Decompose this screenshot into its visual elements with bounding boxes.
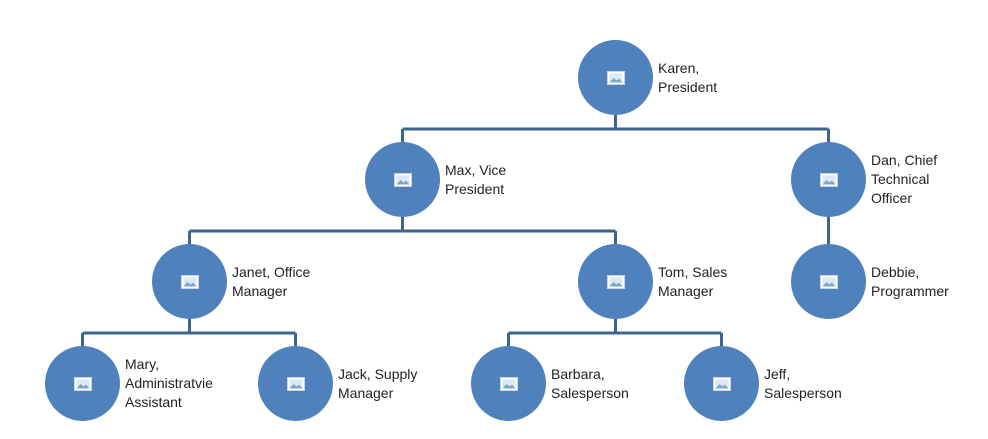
- picture-placeholder-icon: [393, 172, 412, 187]
- avatar: [471, 346, 546, 421]
- avatar: [578, 244, 653, 319]
- picture-placeholder-icon: [286, 376, 305, 391]
- node-label-line: Jack, Supply: [338, 365, 418, 382]
- picture-placeholder-icon: [606, 70, 625, 85]
- node-label-line: Janet, Office: [232, 263, 311, 280]
- node-label: Janet, Office Manager: [232, 244, 362, 319]
- node-label-line: Programmer: [871, 282, 949, 299]
- node-label-line: Administratvie: [125, 375, 213, 391]
- node-janet: Janet, Office Manager: [152, 244, 310, 319]
- node-label: Tom, Sales Manager: [658, 244, 788, 319]
- node-label-line: Dan, Chief: [871, 152, 938, 168]
- node-label: Jeff, Salesperson: [764, 346, 894, 421]
- node-barbara: Barbara, Salesperson: [471, 346, 629, 421]
- node-label-line: President: [658, 78, 718, 95]
- node-label-line: Technical: [871, 171, 930, 187]
- node-label-line: Mary,: [125, 356, 159, 372]
- node-dan: Dan, Chief Technical Officer: [791, 142, 937, 217]
- node-label-line: Karen,: [658, 59, 700, 76]
- node-label-line: Salesperson: [551, 384, 629, 401]
- node-label: Karen, President: [658, 40, 788, 115]
- picture-placeholder-icon: [606, 274, 625, 289]
- node-label-line: Manager: [232, 282, 288, 299]
- node-label: Debbie, Programmer: [871, 244, 988, 319]
- avatar: [152, 244, 227, 319]
- picture-placeholder-icon: [73, 376, 92, 391]
- node-label-line: Max, Vice: [445, 161, 507, 178]
- node-label-line: Officer: [871, 190, 912, 206]
- node-label: Jack, Supply Manager: [338, 346, 468, 421]
- avatar: [365, 142, 440, 217]
- node-label-line: Barbara,: [551, 365, 605, 382]
- node-jeff: Jeff, Salesperson: [684, 346, 842, 421]
- avatar: [684, 346, 759, 421]
- node-label: Mary, Administratvie Assistant: [125, 346, 255, 421]
- node-label-line: Tom, Sales: [658, 263, 728, 280]
- picture-placeholder-icon: [819, 172, 838, 187]
- node-max: Max, Vice President: [365, 142, 506, 217]
- node-jack: Jack, Supply Manager: [258, 346, 417, 421]
- node-label: Max, Vice President: [445, 142, 575, 217]
- node-label-line: Manager: [658, 282, 714, 299]
- avatar: [578, 40, 653, 115]
- node-label-line: Manager: [338, 384, 394, 401]
- node-label: Barbara, Salesperson: [551, 346, 681, 421]
- node-label-line: Assistant: [125, 394, 182, 410]
- node-label-line: Salesperson: [764, 384, 842, 401]
- picture-placeholder-icon: [499, 376, 518, 391]
- avatar: [258, 346, 333, 421]
- avatar: [791, 244, 866, 319]
- node-label: Dan, Chief Technical Officer: [871, 142, 988, 217]
- avatar: [45, 346, 120, 421]
- node-label-line: Debbie,: [871, 263, 920, 280]
- picture-placeholder-icon: [819, 274, 838, 289]
- node-label-line: Jeff,: [764, 365, 791, 382]
- node-debbie: Debbie, Programmer: [791, 244, 949, 319]
- avatar: [791, 142, 866, 217]
- node-mary: Mary, Administratvie Assistant: [45, 346, 213, 421]
- picture-placeholder-icon: [180, 274, 199, 289]
- picture-placeholder-icon: [712, 376, 731, 391]
- node-label-line: President: [445, 180, 505, 197]
- node-karen: Karen, President: [578, 40, 717, 115]
- node-tom: Tom, Sales Manager: [578, 244, 727, 319]
